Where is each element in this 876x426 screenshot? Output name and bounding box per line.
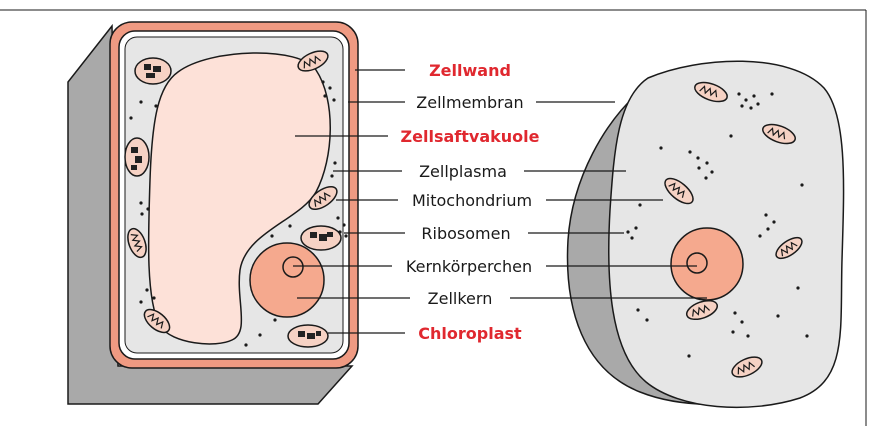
label-kernkoerperchen: Kernkörperchen xyxy=(406,257,532,276)
label-zellkern: Zellkern xyxy=(428,289,493,308)
label-ribosomen: Ribosomen xyxy=(421,224,510,243)
plant-cell xyxy=(68,22,358,404)
chloroplast xyxy=(125,138,149,176)
chloroplast xyxy=(301,226,341,250)
label-zellmembran: Zellmembran xyxy=(416,93,523,112)
label-zellwand: Zellwand xyxy=(429,61,511,80)
animal-cell xyxy=(568,61,844,407)
chloroplast xyxy=(135,58,171,84)
label-zellsaftvakuole: Zellsaftvakuole xyxy=(401,127,540,146)
label-zellplasma: Zellplasma xyxy=(419,162,507,181)
labels: Zellwand Zellmembran Zellsaftvakuole Zel… xyxy=(401,61,540,343)
animal-nucleolus xyxy=(687,253,707,273)
chloroplast xyxy=(288,325,328,347)
label-chloroplast: Chloroplast xyxy=(418,324,522,343)
label-mitochondrium: Mitochondrium xyxy=(412,191,532,210)
plant-nucleus xyxy=(250,243,324,317)
plant-nucleolus xyxy=(283,257,303,277)
